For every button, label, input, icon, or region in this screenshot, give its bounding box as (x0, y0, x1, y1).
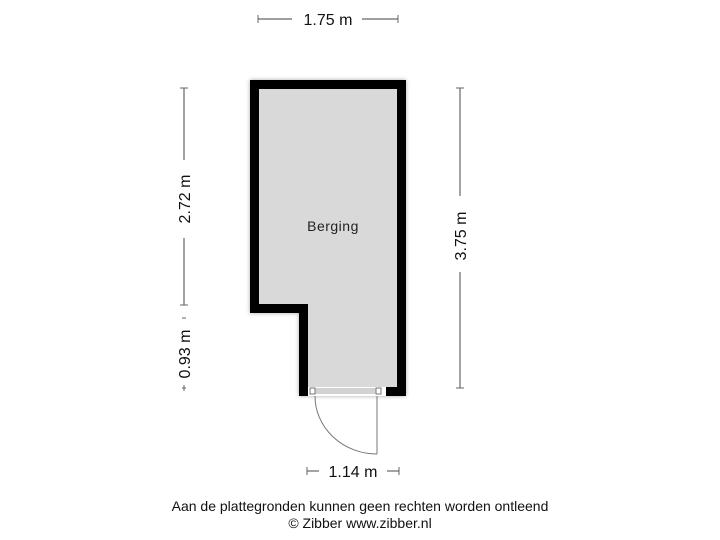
copyright-text: © Zibber www.zibber.nl (288, 515, 432, 531)
svg-text:0.93 m: 0.93 m (177, 330, 194, 379)
dimension-left-lower: 0.93 m (177, 317, 194, 391)
dimension-top-width: 1.75 m (257, 12, 399, 29)
disclaimer-text: Aan de plattegronden kunnen geen rechten… (171, 498, 549, 514)
dimension-right-total: 3.75 m (453, 87, 470, 389)
svg-text:3.75 m: 3.75 m (453, 212, 470, 261)
dimension-bottom-width: 1.14 m (306, 464, 400, 481)
room-label: Berging (307, 218, 359, 234)
dimension-left-upper: 2.72 m (177, 87, 194, 306)
room-floor (259, 89, 397, 387)
door (308, 387, 386, 455)
svg-text:2.72 m: 2.72 m (177, 175, 194, 224)
svg-text:1.14 m: 1.14 m (329, 464, 378, 481)
svg-text:1.75 m: 1.75 m (304, 12, 353, 29)
